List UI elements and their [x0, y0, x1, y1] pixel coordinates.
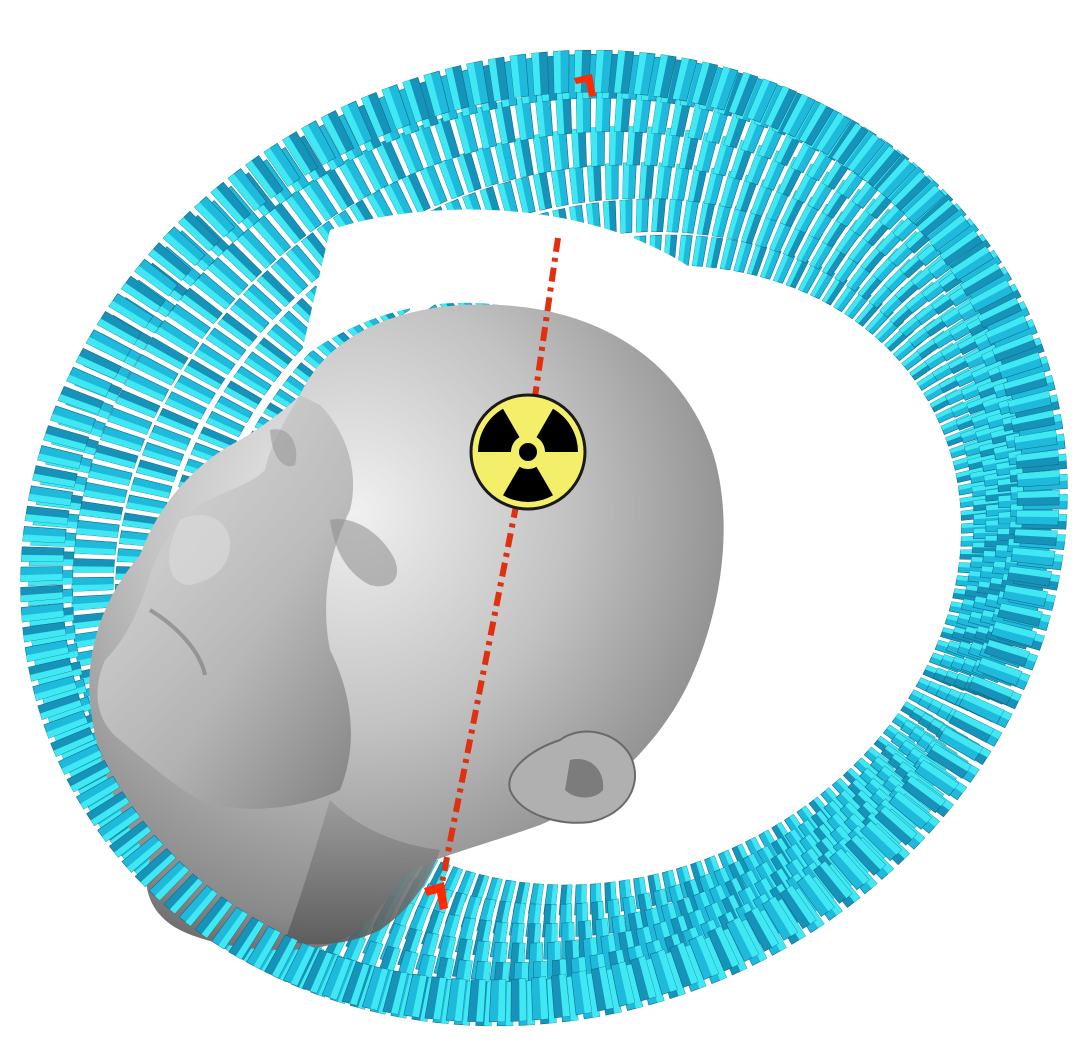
detector-crystal-face — [519, 979, 526, 1021]
detector-crystal-face — [605, 164, 611, 200]
detector-crystal-face — [72, 584, 113, 591]
detector-crystal-face — [72, 566, 114, 572]
detector-crystal-face — [553, 51, 560, 93]
detector-crystal-face — [620, 200, 626, 233]
detector-crystal-face — [591, 127, 598, 166]
detector-crystal-face — [1016, 511, 1058, 518]
detector-crystal-face — [21, 555, 63, 562]
